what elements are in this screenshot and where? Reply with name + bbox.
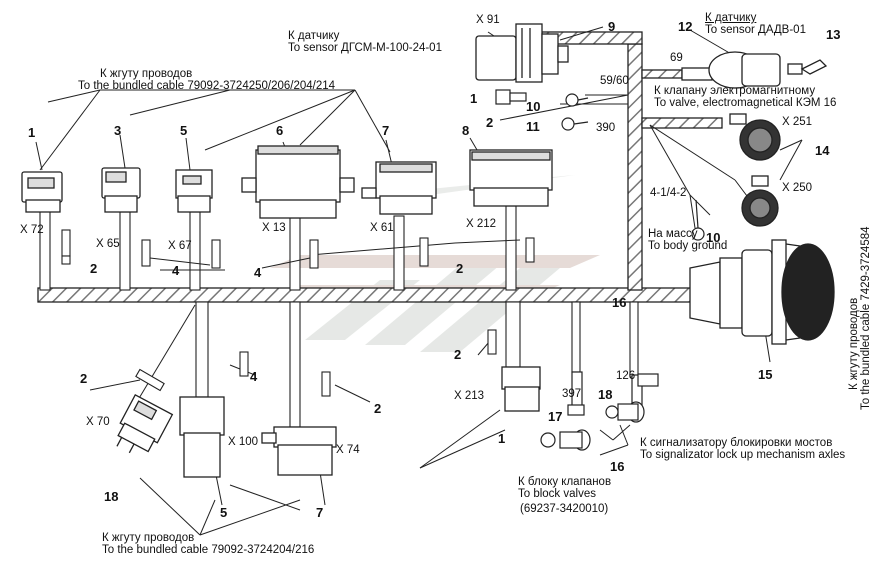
- callout-10-ground: 10: [706, 230, 721, 245]
- round-connector-15: [719, 239, 835, 345]
- callout-16-bottom: 16: [610, 459, 625, 474]
- sensor-dadv-en: To sensor ДАДВ-01: [705, 24, 806, 36]
- upper-connectors: [21, 145, 553, 219]
- pressure-sensor-9: [475, 23, 569, 83]
- connector-x213: X 213: [454, 390, 485, 402]
- callout-7-bottom: 7: [316, 505, 324, 520]
- signal-terminals: [540, 371, 659, 451]
- terminals: [495, 89, 705, 241]
- connector-x72: X 72: [20, 224, 44, 236]
- wire-value-5960: 59/60: [600, 75, 629, 87]
- cable-right-en: To the bundled cable 7429-3724584: [860, 226, 872, 410]
- block-en: To block valves: [518, 488, 596, 500]
- connector-x67: X 67: [168, 240, 192, 252]
- callout-12: 12: [678, 19, 693, 34]
- block-code: (69237-3420010): [520, 503, 609, 515]
- callout-3: 3: [114, 123, 122, 138]
- sensor-12: [681, 51, 828, 89]
- cable-bottom-ru: К жгуту проводов: [102, 532, 195, 544]
- wire-value-69: 69: [670, 52, 683, 64]
- callout-15: 15: [758, 367, 773, 382]
- wire-value-126: 126: [616, 370, 636, 382]
- callout-2-lower: 2: [80, 371, 88, 386]
- valve-ru: К клапану электромагнитному: [654, 85, 816, 97]
- callout-11: 11: [526, 119, 540, 134]
- callout-2-x213: 2: [454, 347, 462, 362]
- signal-ru: К сигнализатору блокировки мостов: [640, 437, 833, 449]
- connector-x212: X 212: [466, 218, 497, 230]
- connector-x65: X 65: [96, 238, 120, 250]
- signal-en: To signalizator lock up mechanism axles: [640, 449, 846, 461]
- callout-18-left: 18: [104, 489, 119, 504]
- callout-2-mid: 2: [456, 261, 464, 276]
- callout-8: 8: [462, 123, 470, 138]
- connector-x250: X 250: [782, 182, 813, 194]
- callout-18-right: 18: [598, 387, 613, 402]
- callout-1-sensor: 1: [470, 91, 478, 106]
- connector-x91: X 91: [476, 14, 500, 26]
- wire-value-4142: 4-1/4-2: [650, 187, 687, 199]
- callout-2-left: 2: [90, 261, 98, 276]
- connector-x251: X 251: [782, 116, 813, 128]
- callout-6: 6: [276, 123, 284, 138]
- callout-4-left: 4: [172, 263, 180, 278]
- valve-en: To valve, electromagnetical КЭМ 16: [654, 97, 837, 109]
- cable-bottom-en: To the bundled cable 79092-3724204/216: [102, 544, 315, 556]
- callout-2-x74: 2: [374, 401, 382, 416]
- connector-x74: X 74: [336, 444, 360, 456]
- callout-14: 14: [815, 143, 830, 158]
- lower-connectors: [116, 366, 541, 478]
- connector-x13: X 13: [262, 222, 286, 234]
- callout-4-lower: 4: [250, 369, 258, 384]
- valve-connectors-14: [729, 113, 781, 227]
- cable-top-en: To the bundled cable 79092-3724250/206/2…: [78, 80, 336, 92]
- callout-5-bottom: 5: [220, 505, 228, 520]
- sensor-dgsm-en: To sensor ДГСМ-М-100-24-01: [288, 42, 442, 54]
- callout-2-sensor: 2: [486, 115, 494, 130]
- ground-ru: На массу: [648, 228, 698, 240]
- leader-lines: [35, 26, 803, 536]
- connector-x70: X 70: [86, 416, 110, 428]
- callout-9: 9: [608, 19, 616, 34]
- callout-10-top: 10: [526, 99, 541, 114]
- callout-1-x72: 1: [28, 125, 36, 140]
- sensor-dadv-ru: К датчику: [705, 12, 757, 24]
- ground-en: To body ground: [648, 240, 728, 252]
- sensor-dgsm-ru: К датчику: [288, 30, 340, 42]
- cable-right-ru: К жгуту проводов: [848, 297, 860, 390]
- callout-7-top: 7: [382, 123, 390, 138]
- connector-x100: X 100: [228, 436, 259, 448]
- main-harness: [37, 31, 723, 325]
- callout-16-top: 16: [612, 295, 627, 310]
- wire-value-397: 397: [562, 388, 582, 400]
- callout-13: 13: [826, 27, 841, 42]
- cable-top-ru: К жгуту проводов: [100, 68, 193, 80]
- crimp-terminals: [61, 229, 535, 397]
- callout-17: 17: [548, 409, 563, 424]
- block-ru: К блоку клапанов: [518, 476, 612, 488]
- callout-4-mid: 4: [254, 265, 262, 280]
- callout-1-x213: 1: [498, 431, 506, 446]
- callout-5-top: 5: [180, 123, 188, 138]
- wire-value-390: 390: [596, 122, 616, 134]
- connector-x61: X 61: [370, 222, 394, 234]
- drop-wires: [39, 205, 639, 428]
